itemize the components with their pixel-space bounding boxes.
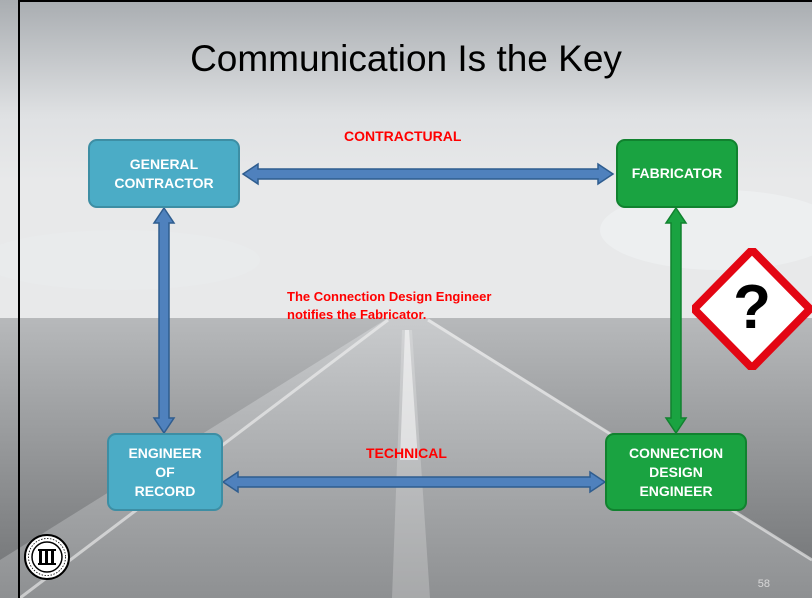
technical-arrow (221, 470, 607, 494)
general-contractor-box: GENERAL CONTRACTOR (88, 139, 240, 208)
hazard-question-mark: ? (733, 273, 771, 342)
right-vertical-arrow (664, 206, 688, 435)
slide-title: Communication Is the Key (190, 38, 622, 79)
question-hazard-icon: ? (692, 248, 812, 370)
notification-note: The Connection Design Engineer notifies … (287, 289, 492, 322)
general-contractor-label: GENERAL CONTRACTOR (114, 155, 214, 191)
engineer-of-record-label: ENGINEER OF RECORD (128, 444, 202, 499)
technical-label: TECHNICAL (366, 445, 447, 461)
connection-design-engineer-box: CONNECTION DESIGN ENGINEER (605, 433, 747, 511)
fabricator-label: FABRICATOR (631, 165, 723, 181)
aisc-seal-icon (24, 534, 70, 580)
contractural-label: CONTRACTURAL (344, 128, 462, 144)
page-number: 58 (757, 578, 770, 590)
fabricator-box: FABRICATOR (616, 139, 738, 208)
connection-design-engineer-label: CONNECTION DESIGN ENGINEER (628, 444, 724, 499)
engineer-of-record-box: ENGINEER OF RECORD (107, 433, 223, 511)
left-vertical-arrow (152, 206, 176, 435)
contractural-arrow (241, 162, 615, 186)
